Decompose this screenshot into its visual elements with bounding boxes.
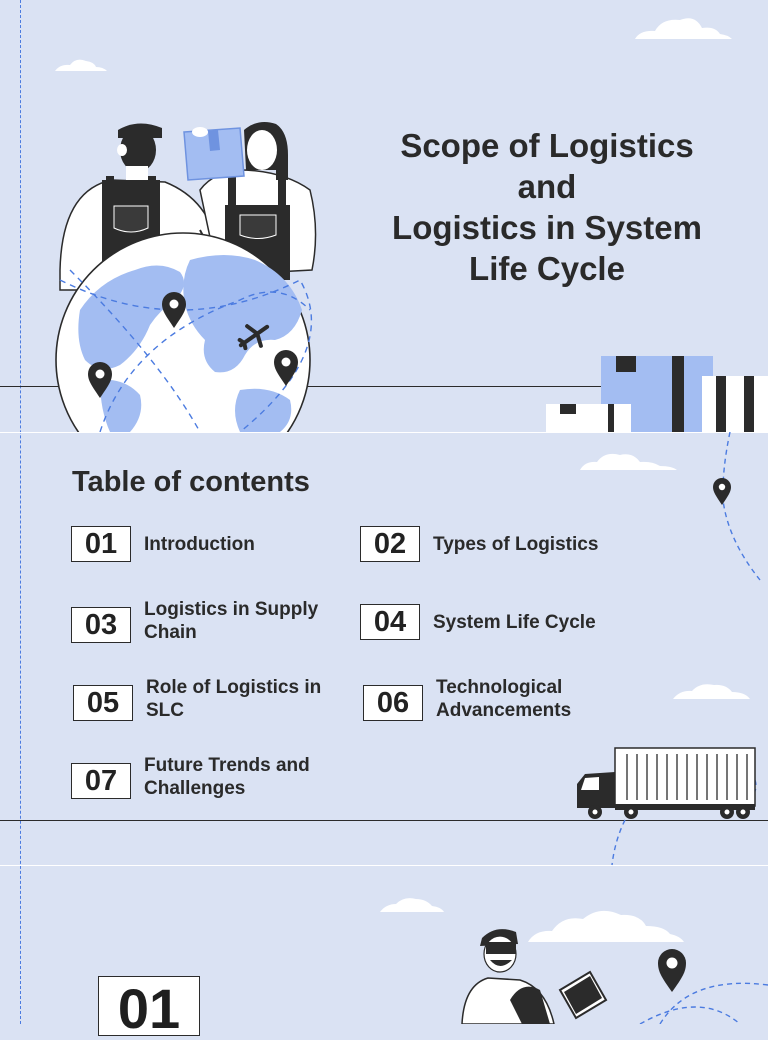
toc-number-box: 07 [71,763,131,799]
section-number-box: 01 [98,976,200,1039]
toc-item-label: Introduction [144,533,255,555]
map-pin-icon [274,350,298,386]
toc-number-box: 04 [360,604,420,640]
cargo-boxes-illustration [546,356,768,432]
map-pin-icon [658,949,686,992]
cloud-icon [635,18,732,39]
cloud-icon [673,684,750,699]
toc-item-label: Technological Advancements [436,677,572,721]
toc-heading: Table of contents [72,466,310,498]
toc-number-box: 02 [360,526,420,562]
slide-divider-2 [0,865,768,866]
cloud-icon [528,910,684,942]
title-line-3: Logistics in System [392,209,702,246]
truck-icon [577,747,756,819]
globe-illustration [55,232,313,432]
vertical-guide-line [20,0,21,1024]
toc-item-label: System Life Cycle [433,611,596,633]
toc-item-logistics-in-supply-chain[interactable]: 03 Logistics in Supply Chain [71,598,334,644]
toc-item-technological-advancements[interactable]: 06 Technological Advancements [363,676,626,722]
worker-clipboard-illustration [461,929,686,1024]
title-line-1: Scope of Logistics [400,127,694,164]
ground-line-middle [0,820,768,821]
map-pin-icon [88,362,112,398]
cloud-icon [55,59,107,71]
toc-item-label: Future Trends and Challenges [144,755,310,799]
globe-workers-illustration [55,122,317,432]
toc-number-box: 06 [363,685,423,721]
slide-divider-1 [0,432,768,433]
toc-item-label: Role of Logistics in SLC [146,677,322,721]
page-title: Scope of Logistics and Logistics in Syst… [372,125,722,289]
map-pin-icon [713,478,731,505]
toc-item-system-life-cycle[interactable]: 04 System Life Cycle [360,604,623,640]
toc-item-introduction[interactable]: 01 Introduction [71,526,334,562]
toc-number-box: 05 [73,685,133,721]
toc-item-future-trends-and-challenges[interactable]: 07 Future Trends and Challenges [71,754,334,800]
title-line-4: Life Cycle [469,250,625,287]
airplane-icon [237,324,270,351]
toc-item-label: Types of Logistics [433,533,599,555]
toc-number-box: 03 [71,607,131,643]
toc-item-label: Logistics in Supply Chain [144,599,319,643]
toc-item-types-of-logistics[interactable]: 02 Types of Logistics [360,526,623,562]
map-pin-icon [162,292,186,328]
ground-line-top [0,386,768,387]
title-line-2: and [517,168,577,205]
cloud-icon [380,898,444,912]
cloud-icon [580,453,677,470]
toc-item-role-of-logistics-in-slc[interactable]: 05 Role of Logistics in SLC [73,676,336,722]
toc-number-box: 01 [71,526,131,562]
